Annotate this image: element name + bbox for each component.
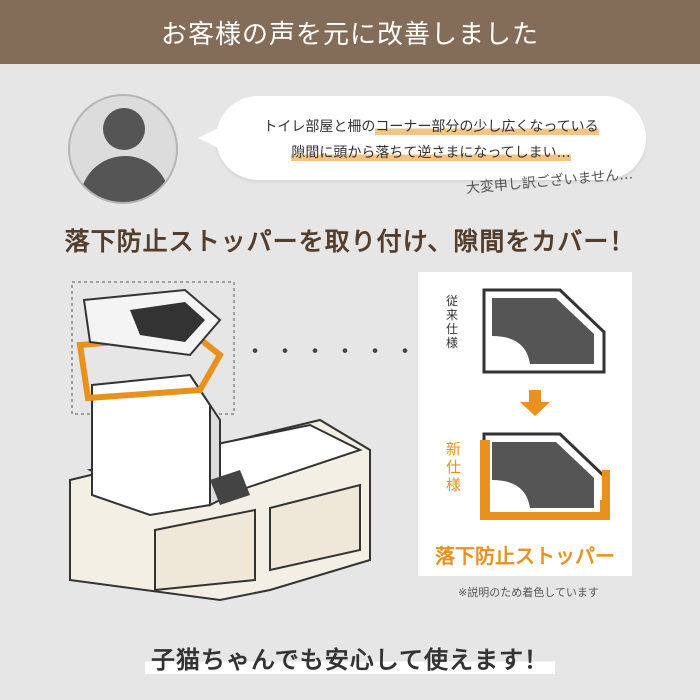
header-title: お客様の声を元に改善しました — [160, 19, 539, 50]
footer-message: 子猫ちゃんでも安心して使えます！ — [0, 640, 700, 675]
litter-box-illustration — [69, 281, 371, 602]
new-spec-label: 新仕様 — [446, 440, 462, 494]
footer-text: 子猫ちゃんでも安心して使えます！ — [144, 646, 556, 674]
new-corner-icon — [480, 432, 610, 520]
old-corner-icon — [482, 288, 606, 374]
old-spec-label: 従来仕様 — [446, 294, 459, 350]
stopper-title: 落下防止ストッパー — [435, 544, 615, 568]
lower-grate — [210, 470, 250, 505]
avatar-head — [103, 108, 145, 150]
coloring-note: ※説明のため着色しています — [458, 586, 599, 599]
bubble-line-2-highlight: 隙間に頭から落ちて逆さまになってしまい… — [291, 145, 571, 161]
user-avatar-icon — [68, 94, 178, 204]
connector-dots: ・・・・・・・ — [244, 340, 455, 365]
bubble-line-1-highlight: コーナー部分の少し広くなっている — [375, 119, 599, 135]
grate-mesh — [130, 302, 205, 342]
drawer-left — [154, 508, 256, 592]
drawer-right — [269, 483, 361, 572]
bubble-line-2: 隙間に頭から落ちて逆さまになってしまい… — [216, 142, 646, 162]
bubble-line-1-text: トイレ部屋と柵の — [263, 119, 376, 135]
litter-box-side — [189, 374, 221, 507]
header-bar: お客様の声を元に改善しました — [0, 0, 700, 64]
headline: 落下防止ストッパーを取り付け、隙間をカバー！ — [64, 227, 636, 256]
arrow-down-icon — [520, 390, 550, 416]
avatar-body — [80, 156, 170, 202]
speech-bubble: トイレ部屋と柵のコーナー部分の少し広くなっている 隙間に頭から落ちて逆さまになっ… — [198, 96, 646, 180]
bubble-line-1: トイレ部屋と柵のコーナー部分の少し広くなっている — [216, 116, 646, 136]
